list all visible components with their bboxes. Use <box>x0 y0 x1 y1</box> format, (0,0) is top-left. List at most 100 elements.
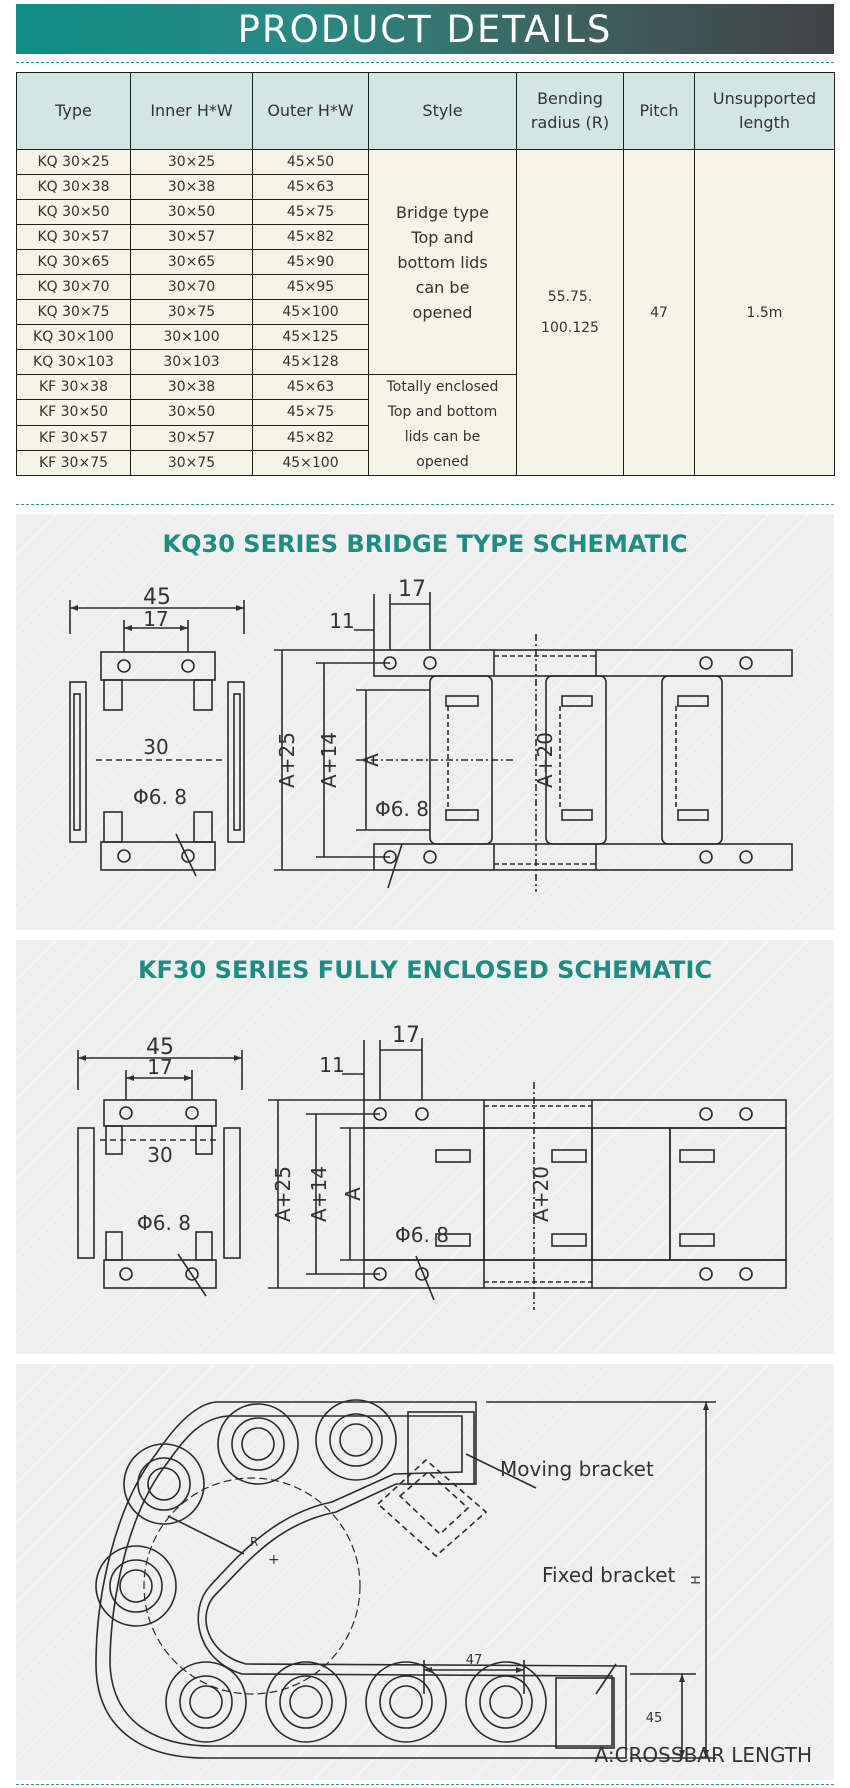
cell-inner: 30×100 <box>130 324 253 350</box>
table-header-row: Type Inner H*W Outer H*W Style Bending r… <box>16 72 835 150</box>
cell-outer: 45×100 <box>252 299 369 325</box>
cell-unsupported-length: 1.5m <box>694 149 835 476</box>
cell-inner: 30×57 <box>130 424 253 451</box>
kf-width-45: 45 <box>146 1035 174 1060</box>
cell-inner: 30×25 <box>130 149 253 175</box>
radius-center-mark: + <box>268 1552 280 1568</box>
cell-outer: 45×128 <box>252 349 369 375</box>
cell-type: KQ 30×38 <box>16 174 131 200</box>
table-row: KF 30×57 30×57 45×82 <box>16 424 835 451</box>
radius-label: R <box>250 1535 258 1549</box>
cell-type: KQ 30×25 <box>16 149 131 175</box>
kq30-title: KQ30 SERIES BRIDGE TYPE SCHEMATIC <box>162 530 688 558</box>
kf-hole-dia-2: Φ6. 8 <box>395 1223 449 1247</box>
header-pitch: Pitch <box>623 72 695 150</box>
kf-dim-11: 11 <box>319 1053 344 1077</box>
header-type: Type <box>16 72 131 150</box>
moving-bracket-label: Moving bracket <box>500 1457 654 1481</box>
cell-type: KQ 30×100 <box>16 324 131 350</box>
cell-pitch: 47 <box>623 149 695 476</box>
cell-type: KQ 30×57 <box>16 224 131 250</box>
cell-outer: 45×75 <box>252 199 369 225</box>
table-row: KQ 30×57 30×57 45×82 <box>16 224 835 250</box>
table-row: KQ 30×70 30×70 45×95 <box>16 274 835 300</box>
cell-type: KF 30×57 <box>16 424 131 451</box>
kf30-schematic-drawing: 45 17 30 Φ6. 8 11 17 A+25 A+14 A A+20 Φ6… <box>77 1023 787 1310</box>
divider-line <box>16 62 834 63</box>
kf-width-17: 17 <box>147 1055 172 1079</box>
cell-type: KQ 30×103 <box>16 349 131 375</box>
cell-outer: 45×75 <box>252 399 369 426</box>
cell-outer: 45×82 <box>252 224 369 250</box>
divider-line <box>16 1784 834 1785</box>
header-style: Style <box>368 72 517 150</box>
header-inner: Inner H*W <box>130 72 253 150</box>
page-title: PRODUCT DETAILS <box>237 7 613 51</box>
cell-outer: 45×63 <box>252 174 369 200</box>
cell-style-enclosed: Totally enclosed Top and bottom lids can… <box>368 374 517 476</box>
height-h-label: H <box>689 1575 703 1584</box>
cell-type: KF 30×50 <box>16 399 131 426</box>
height-45-label: 45 <box>646 1711 663 1726</box>
header-banner: PRODUCT DETAILS <box>16 4 834 54</box>
product-spec-table: Type Inner H*W Outer H*W Style Bending r… <box>16 72 835 477</box>
table-row: KF 30×38 30×38 45×63 Totally enclosed To… <box>16 373 835 476</box>
kf-dim-17: 17 <box>392 1023 420 1048</box>
kq-dim-a20: A+20 <box>533 732 557 788</box>
header-outer: Outer H*W <box>252 72 369 150</box>
kq-inner-30: 30 <box>143 735 168 759</box>
table-row: KQ 30×25 30×25 45×50 Bridge type Top and… <box>16 149 835 476</box>
cell-inner: 30×75 <box>130 449 253 477</box>
cell-outer: 45×63 <box>252 373 369 401</box>
cell-inner: 30×70 <box>130 274 253 300</box>
table-row: KQ 30×65 30×65 45×90 <box>16 249 835 275</box>
cell-inner: 30×65 <box>130 249 253 275</box>
kq-hole-dia-2: Φ6. 8 <box>375 797 429 821</box>
kq-hole-dia: Φ6. 8 <box>133 785 187 809</box>
kf-dim-a14: A+14 <box>307 1166 331 1222</box>
cell-outer: 45×100 <box>252 449 369 477</box>
table-row: KQ 30×50 30×50 45×75 <box>16 199 835 225</box>
header-bending-radius: Bending radius (R) <box>516 72 624 150</box>
cell-inner: 30×38 <box>130 373 253 401</box>
cell-inner: 30×103 <box>130 349 253 375</box>
kq30-schematic-drawing: 45 17 30 Φ6. 8 11 17 A+25 A+14 A A+20 Φ6… <box>69 577 793 892</box>
cell-type: KQ 30×75 <box>16 299 131 325</box>
chain-bending-drawing: R + Moving bracket Fixed bracket 47 H 45… <box>95 1399 813 1767</box>
kq30-schematic-panel: KQ30 SERIES BRIDGE TYPE SCHEMATIC <box>16 514 834 930</box>
table-row: KQ 30×100 30×100 45×125 <box>16 324 835 350</box>
kf-dim-a25: A+25 <box>271 1166 295 1222</box>
kq-dim-11: 11 <box>329 609 354 633</box>
kf30-schematic-panel: KF30 SERIES FULLY ENCLOSED SCHEMATIC <box>16 940 834 1354</box>
cell-bending-radius: 55.75. 100.125 <box>516 149 624 476</box>
crossbar-length-note: A:CROSSBAR LENGTH <box>595 1743 813 1767</box>
table-row: KQ 30×38 30×38 45×63 <box>16 174 835 200</box>
kq-dim-a25: A+25 <box>275 732 299 788</box>
cell-type: KF 30×75 <box>16 449 131 477</box>
kq-width-45: 45 <box>143 585 171 610</box>
cell-outer: 45×95 <box>252 274 369 300</box>
pitch-47-label: 47 <box>466 1653 483 1668</box>
divider-line <box>16 504 834 505</box>
cell-outer: 45×82 <box>252 424 369 451</box>
cell-type: KF 30×38 <box>16 373 131 401</box>
cell-type: KQ 30×70 <box>16 274 131 300</box>
kf-dim-a20: A+20 <box>529 1166 553 1222</box>
cell-inner: 30×75 <box>130 299 253 325</box>
cell-style-bridge: Bridge type Top and bottom lids can be o… <box>368 149 517 375</box>
cell-inner: 30×38 <box>130 174 253 200</box>
cell-outer: 45×125 <box>252 324 369 350</box>
header-unsupported-length: Unsupported length <box>694 72 835 150</box>
kf30-title: KF30 SERIES FULLY ENCLOSED SCHEMATIC <box>137 956 713 984</box>
cell-type: KQ 30×50 <box>16 199 131 225</box>
table-row: KQ 30×103 30×103 45×128 <box>16 349 835 375</box>
table-row: KF 30×75 30×75 45×100 <box>16 449 835 477</box>
cell-inner: 30×50 <box>130 199 253 225</box>
cell-outer: 45×50 <box>252 149 369 175</box>
cell-outer: 45×90 <box>252 249 369 275</box>
fixed-bracket-label: Fixed bracket <box>542 1563 676 1587</box>
cell-inner: 30×50 <box>130 399 253 426</box>
kf-hole-dia: Φ6. 8 <box>137 1211 191 1235</box>
kf-inner-30: 30 <box>147 1143 172 1167</box>
kf-dim-a: A <box>341 1187 365 1201</box>
